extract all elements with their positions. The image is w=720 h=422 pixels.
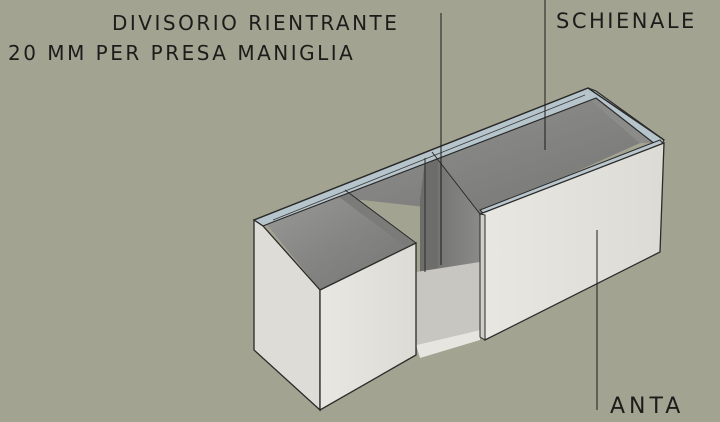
divider-line [431,151,481,215]
middle-divider [425,152,438,272]
label-divisorio-line2: 20 mm PER PRESA MANIGLIA [8,41,356,65]
label-divisorio-line1: DIVISORIO RIENTRANTE [112,11,400,35]
door-edge [479,213,486,341]
opening-floor [416,262,480,345]
left-compartment-interior [263,194,416,290]
bottom-shelf [416,330,480,358]
back-inner-line [272,94,586,221]
label-anta: ANTA [610,394,685,419]
left-front-face [319,241,417,412]
cabinet-outline [253,87,665,221]
left-divider [335,190,416,246]
back-panel-interior [273,95,640,220]
label-schienale: SCHIENALE [556,9,697,33]
left-divider-line [344,189,417,244]
